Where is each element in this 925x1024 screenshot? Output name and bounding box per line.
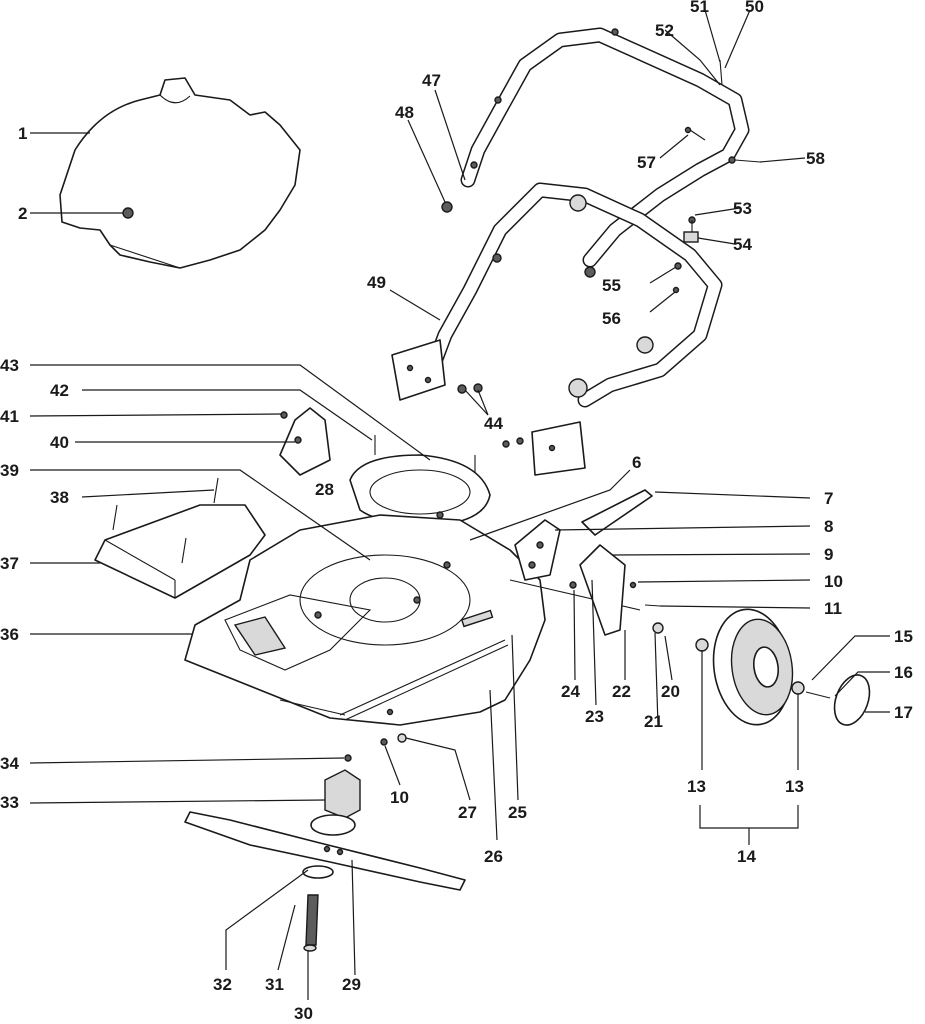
callout-10-lower: 10: [390, 788, 409, 807]
callout-7: 7: [824, 489, 833, 508]
callout-6: 6: [632, 453, 641, 472]
blade: [184, 811, 466, 891]
callout-27: 27: [458, 803, 477, 822]
callout-30: 30: [294, 1004, 313, 1023]
handle-bracket-left: [391, 339, 446, 401]
callout-54: 54: [733, 235, 752, 254]
callout-17: 17: [894, 703, 913, 722]
height-adjust-lever: [569, 489, 664, 636]
callout-41: 41: [0, 407, 19, 426]
handle-bracket-right: [531, 421, 586, 476]
callout-47: 47: [422, 71, 441, 90]
callout-16: 16: [894, 663, 913, 682]
callout-42: 42: [50, 381, 69, 400]
callout-21: 21: [644, 712, 663, 731]
handle-knob: [441, 201, 596, 278]
callout-39: 39: [0, 461, 19, 480]
callout-9: 9: [824, 545, 833, 564]
callout-8: 8: [824, 517, 833, 536]
callout-52: 52: [655, 21, 674, 40]
callout-49: 49: [367, 273, 386, 292]
callout-58: 58: [806, 149, 825, 168]
grass-deflector: [94, 477, 266, 599]
callout-53: 53: [733, 199, 752, 218]
blade-washer: [302, 865, 334, 879]
top-ring-plate: [349, 435, 491, 526]
callout-40: 40: [50, 433, 69, 452]
callout-1: 1: [18, 124, 27, 143]
callout-13-left: 13: [687, 777, 706, 796]
cover-nut: [122, 207, 134, 219]
callout-2: 2: [18, 204, 27, 223]
callout-11: 11: [824, 599, 842, 618]
callout-55: 55: [602, 276, 621, 295]
deck-fasteners: [380, 708, 407, 746]
callout-23: 23: [585, 707, 604, 726]
callout-32: 32: [213, 975, 232, 994]
callout-44: 44: [484, 414, 503, 433]
callout-38: 38: [50, 488, 69, 507]
callout-36: 36: [0, 625, 19, 644]
callout-57: 57: [637, 153, 656, 172]
callout-25: 25: [508, 803, 527, 822]
callout-15: 15: [894, 627, 913, 646]
callout-43: 43: [0, 356, 19, 375]
blade-adaptor: [310, 754, 361, 836]
callout-51: 51: [690, 0, 709, 16]
callout-48: 48: [395, 103, 414, 122]
callout-26: 26: [484, 847, 503, 866]
callout-56: 56: [602, 309, 621, 328]
rear-flap-bracket: [279, 407, 331, 476]
callout-20: 20: [661, 682, 680, 701]
callout-33: 33: [0, 793, 19, 812]
lower-handle: [422, 182, 723, 408]
callout-34: 34: [0, 754, 19, 773]
blade-bolt: [303, 894, 319, 952]
callout-10-right: 10: [824, 572, 843, 591]
rear-axle: [339, 579, 641, 721]
callout-13-right: 13: [785, 777, 804, 796]
callout-29: 29: [342, 975, 361, 994]
handle-bolts: [457, 59, 761, 448]
callout-28: 28: [315, 480, 334, 499]
callout-31: 31: [265, 975, 284, 994]
callout-22: 22: [612, 682, 631, 701]
callout-14: 14: [737, 847, 756, 866]
height-adjust-bracket: [514, 519, 561, 581]
engine-cover: [59, 77, 301, 269]
callout-37: 37: [0, 554, 19, 573]
upper-handle: [460, 27, 750, 268]
rear-wheel: [695, 608, 831, 726]
callout-50: 50: [745, 0, 764, 16]
leader-lines: [29, 9, 890, 1000]
mower-deck: [184, 514, 546, 726]
callout-24: 24: [561, 682, 580, 701]
